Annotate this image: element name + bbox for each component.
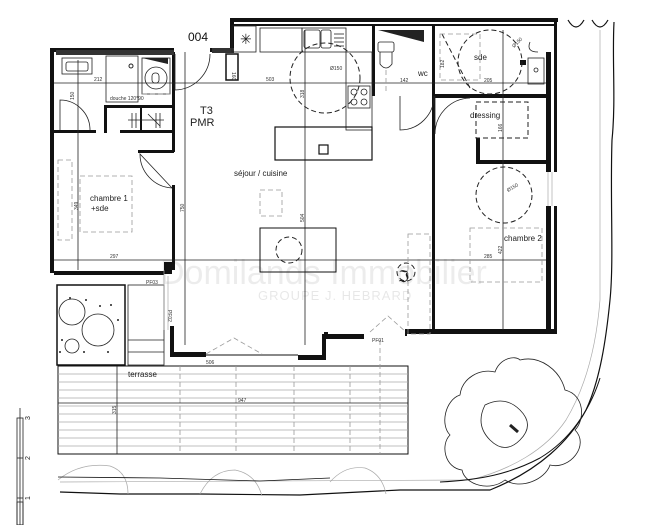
turning-circle-label: Ø150 (330, 66, 342, 72)
garden-boundary (59, 21, 615, 496)
dressing-shelf (475, 101, 529, 139)
grid-lines (54, 30, 546, 345)
dim-422: 422 (498, 245, 504, 254)
room-label-sejour-cuisine: séjour / cuisine (234, 169, 288, 178)
turning-circle-label-2: Ø150 (506, 182, 520, 193)
terrace (57, 340, 409, 455)
dim-150: 150 (70, 91, 76, 100)
window-pf02: PF02 (166, 310, 172, 322)
planter (56, 284, 165, 366)
bed-chambre1 (79, 175, 133, 233)
dim-947: 947 (238, 398, 247, 404)
dim-503: 503 (266, 77, 275, 83)
dim-506: 506 (206, 360, 215, 366)
dim-750: 750 (180, 203, 186, 212)
door-swing-bath1 (59, 99, 91, 131)
tree (444, 357, 582, 487)
pivot-circle (396, 262, 416, 282)
dim-166: 166 (498, 123, 504, 132)
hatched-wall (56, 50, 174, 55)
dim-315: 315 (112, 405, 118, 414)
hedge-line (57, 476, 331, 482)
unit-type: T3 (200, 105, 213, 117)
scale-tick-3: 3 (25, 416, 32, 420)
window-pf03: PF03 (146, 280, 158, 286)
scale-bar: 1 2 3 (16, 408, 32, 525)
dim-160: 160 (230, 72, 236, 81)
ventilation-icon: ✳ (240, 31, 252, 47)
dim-142: 142 (400, 78, 409, 84)
door-swing-chambre1 (139, 152, 173, 189)
turning-circle-label-3: Ø150 (511, 36, 524, 49)
tv-icon: ℑ (398, 269, 409, 286)
walls (50, 18, 558, 360)
sde-room (439, 29, 545, 95)
dim-349: 349 (74, 201, 80, 210)
dim-285: 285 (484, 254, 493, 260)
dim-205: 205 (484, 78, 493, 84)
dining-table (259, 189, 337, 273)
dim-318: 318 (300, 89, 306, 98)
bed-chambre2 (469, 227, 543, 283)
sofa-outline (407, 233, 431, 335)
unit-subtype: PMR (190, 117, 215, 129)
kitchen: Ø150 ✳ (225, 25, 373, 161)
bathroom-1: douche 120*90 212 150 (61, 55, 171, 128)
room-label-dressing: dressing (470, 111, 500, 120)
room-label-sde: sde (474, 53, 487, 62)
watermark-group: GROUPE J. HEBRARD (258, 288, 412, 303)
room-label-chambre1-sde: +sde (91, 204, 109, 213)
dim-504: 504 (300, 213, 306, 222)
turning-circle-chambre2 (475, 166, 533, 224)
hatched-wall (212, 48, 234, 53)
room-label-chambre1: chambre 1 (90, 194, 128, 203)
shower-label: douche 120*90 (110, 96, 144, 102)
dim-212: 212 (94, 77, 103, 83)
dim-297: 297 (110, 254, 119, 260)
planter-arc-icon (567, 19, 585, 28)
room-label-chambre2: chambre 2 (504, 234, 542, 243)
dim-182: 182 (440, 59, 446, 68)
door-swing-entry (174, 53, 211, 91)
planter-arc-icon (591, 19, 609, 28)
room-label-wc: wc (417, 69, 428, 78)
scale-tick-2: 2 (25, 456, 32, 460)
watermark-brand: Domilands Immobilier (160, 254, 487, 292)
window-pf01: PF01 (372, 338, 384, 344)
wc-room (377, 30, 471, 135)
scale-tick-1: 1 (25, 496, 32, 500)
room-label-terrasse: terrasse (128, 370, 157, 379)
lot-number: 004 (188, 30, 208, 44)
hedge (57, 464, 387, 497)
